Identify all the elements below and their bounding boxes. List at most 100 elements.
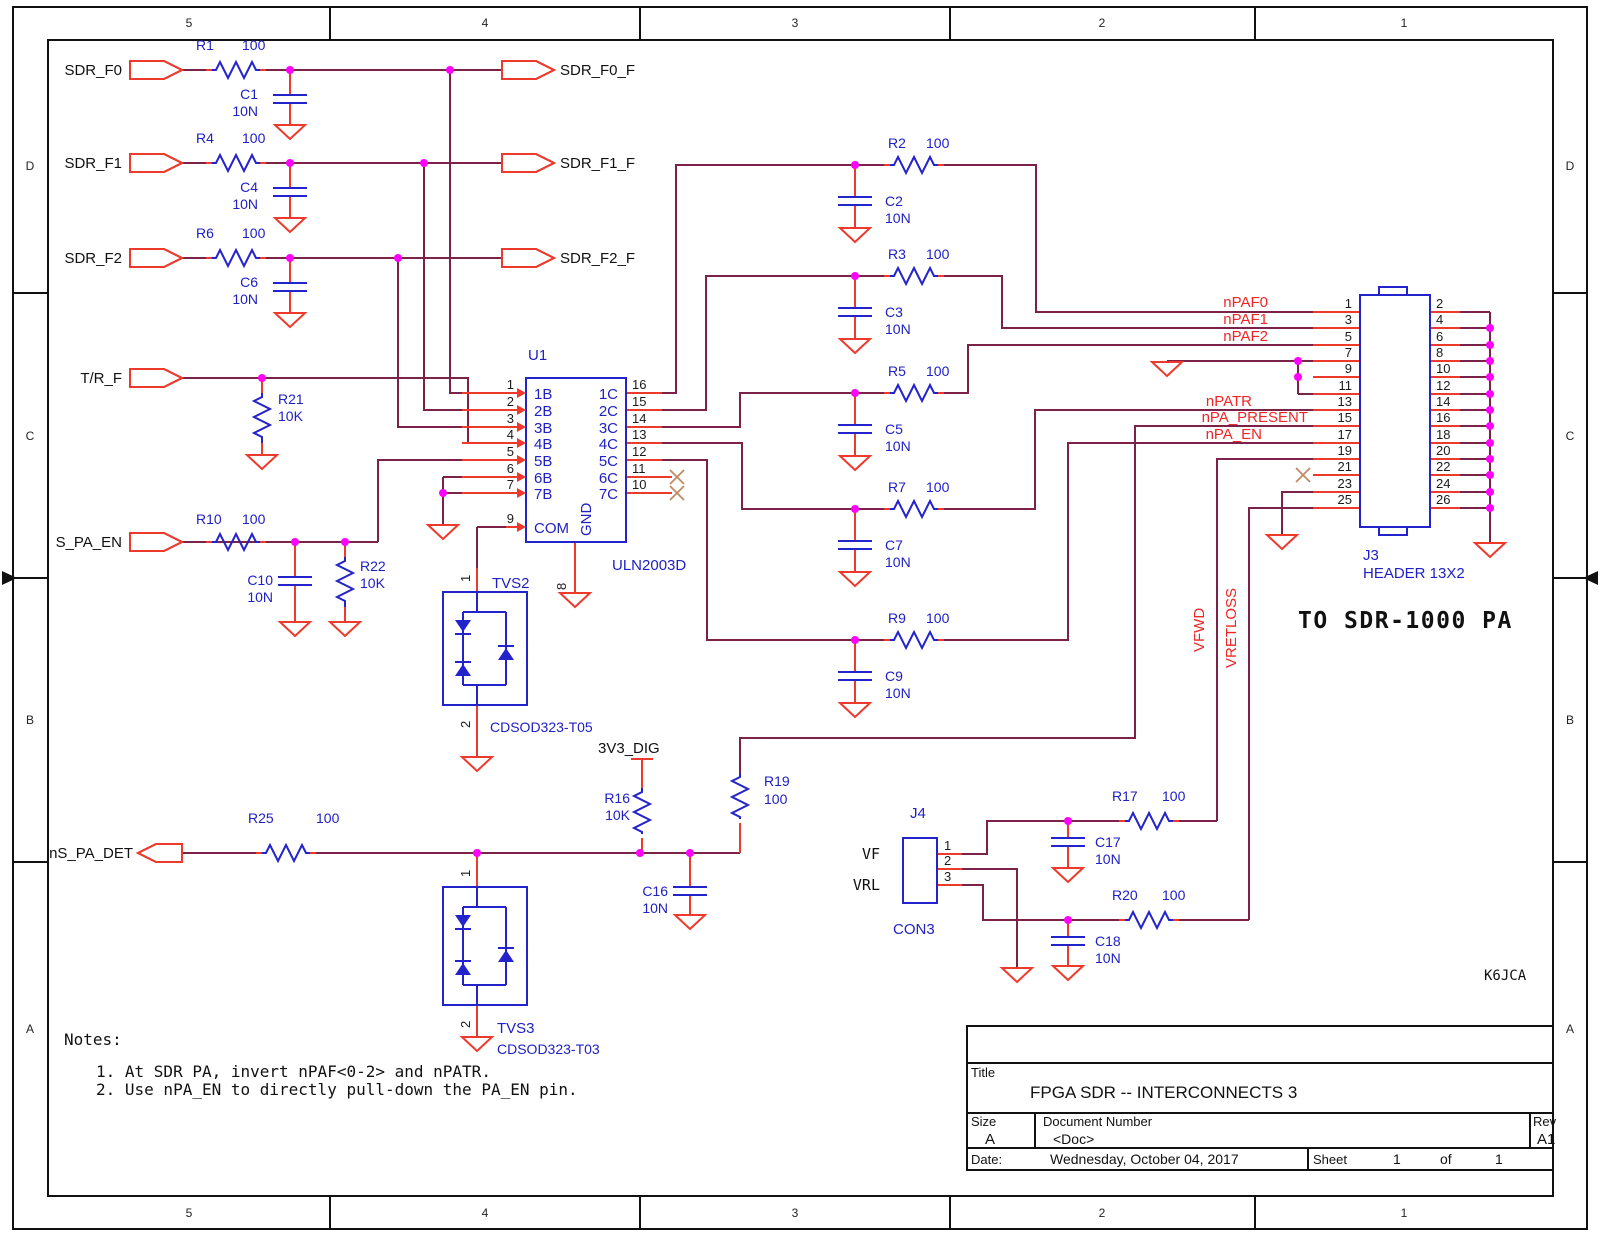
u1-pinnum-12: 12: [632, 444, 646, 459]
j4-label-vrl: VRL: [853, 876, 880, 894]
resistor-r22-ref: R22: [360, 558, 386, 574]
resistor-r9-ref: R9: [888, 610, 906, 626]
zone-row-right-a: A: [1566, 1022, 1574, 1036]
u1-pinnum-1: 1: [507, 377, 514, 392]
u1-pin-1c: 1C: [599, 386, 618, 403]
connector-j4: J4 CON3 1 2 3 VF VRL: [853, 805, 951, 938]
resistor-r7-value: 100: [926, 479, 950, 495]
resistor-r21-value: 10K: [278, 408, 304, 424]
resistor-r6-value: 100: [242, 225, 266, 241]
port-label-ns-pa-det: nS_PA_DET: [49, 845, 133, 862]
u1-pinnum-4: 4: [507, 427, 514, 442]
notes-title: Notes:: [64, 1030, 122, 1049]
j4-part: CON3: [893, 921, 935, 938]
u1-pin-6c: 6C: [599, 470, 618, 487]
u1-pinnum-13: 13: [632, 427, 646, 442]
resistor-r1: R1 100: [196, 37, 266, 81]
resistor-r3: R3 100: [888, 246, 950, 287]
capacitor-c10-ref: C10: [247, 572, 273, 588]
tvs3-pin2-num: 2: [458, 1021, 473, 1028]
zone-row-right-d: D: [1566, 159, 1575, 173]
u1-pinnum-3: 3: [507, 411, 514, 426]
j3-pin-18: 18: [1436, 427, 1450, 442]
u1-pinnum-11: 11: [632, 461, 646, 476]
power-label-3v3-dig: 3V3_DIG: [598, 740, 660, 757]
resistor-r17: R17 100: [1112, 788, 1186, 832]
junction-dots: [258, 66, 1494, 924]
j3-pin-20: 20: [1436, 443, 1450, 458]
port-sdr-f0-f: SDR_F0_F: [501, 60, 635, 80]
u1-pin-7c: 7C: [599, 486, 618, 503]
capacitor-c4: C4 10N: [232, 179, 307, 212]
resistor-r16-value: 10K: [605, 807, 631, 823]
j3-pin-21: 21: [1338, 459, 1352, 474]
resistor-r2-ref: R2: [888, 135, 906, 151]
sheet-frame: 5 4 3 2 1 5 4 3 2 1 D C B A D C B A: [2, 6, 1598, 1230]
capacitor-c2-ref: C2: [885, 193, 903, 209]
capacitor-c4-value: 10N: [232, 196, 258, 212]
u1-pin-2c: 2C: [599, 403, 618, 420]
resistor-r6: R6 100: [196, 225, 266, 269]
resistor-r1-value: 100: [242, 37, 266, 53]
capacitor-c10: C10 10N: [247, 572, 312, 605]
j3-ref: J3: [1363, 547, 1379, 564]
port-label-sdr-f0: SDR_F0: [64, 62, 122, 79]
zone-col-top-4: 4: [482, 16, 489, 30]
port-ns-pa-det: nS_PA_DET: [49, 843, 183, 863]
resistor-r10-value: 100: [242, 511, 266, 527]
capacitor-c9: C9 10N: [838, 668, 911, 701]
capacitor-c6: C6 10N: [232, 274, 307, 307]
title-block-rev: A1: [1537, 1131, 1555, 1148]
net-label-vretloss: VRETLOSS: [1223, 588, 1240, 668]
port-sdr-f0: SDR_F0: [64, 60, 185, 80]
u1-ref: U1: [528, 347, 547, 364]
title-block-doc: <Doc>: [1053, 1131, 1094, 1147]
nc-icon-u1-7c: [669, 485, 685, 501]
tvs2-part: CDSOD323-T05: [490, 719, 593, 735]
capacitor-c18-ref: C18: [1095, 933, 1121, 949]
j3-pin-10: 10: [1436, 361, 1450, 376]
note-2: 2. Use nPA_EN to directly pull-down the …: [96, 1080, 578, 1099]
resistor-r10: R10 100: [196, 511, 266, 553]
resistor-r4: R4 100: [196, 130, 266, 174]
u1-pinnum-10: 10: [632, 477, 646, 492]
tvs2-pin2-num: 2: [458, 721, 473, 728]
j3-pin-25: 25: [1338, 492, 1352, 507]
title-block-title: FPGA SDR -- INTERCONNECTS 3: [1030, 1083, 1297, 1102]
port-label-s-pa-en: S_PA_EN: [56, 534, 122, 551]
capacitor-c7-ref: C7: [885, 537, 903, 553]
resistor-r22: R22 10K: [334, 557, 386, 607]
left-center-marker: [2, 571, 17, 585]
capacitor-c2-value: 10N: [885, 210, 911, 226]
resistor-r9: R9 100: [888, 610, 950, 651]
j3-pin-4: 4: [1436, 312, 1443, 327]
capacitor-c1-ref: C1: [240, 86, 258, 102]
title-block-date-label: Date:: [971, 1152, 1002, 1167]
j3-pin-7: 7: [1345, 345, 1352, 360]
tvs2-ref: TVS2: [492, 575, 530, 592]
j3-pin-15: 15: [1338, 410, 1352, 425]
resistor-r7-ref: R7: [888, 479, 906, 495]
j3-pin-16: 16: [1436, 410, 1450, 425]
j4-label-vf: VF: [862, 845, 880, 863]
zone-row-left-b: B: [26, 713, 34, 727]
port-tr-f: T/R_F: [80, 368, 185, 388]
capacitor-c18: C18 10N: [1051, 933, 1121, 966]
port-label-tr-f: T/R_F: [80, 370, 122, 387]
title-block-title-label: Title: [971, 1065, 995, 1080]
resistor-r6-ref: R6: [196, 225, 214, 241]
u1-pin-6b: 6B: [534, 470, 552, 487]
capacitor-c17-value: 10N: [1095, 851, 1121, 867]
resistor-r20-value: 100: [1162, 887, 1186, 903]
capacitor-c18-value: 10N: [1095, 950, 1121, 966]
j3-part: HEADER 13X2: [1363, 565, 1465, 582]
port-label-sdr-f1-f: SDR_F1_F: [560, 155, 635, 172]
title-block-date: Wednesday, October 04, 2017: [1050, 1151, 1239, 1167]
net-label-npa-en: nPA_EN: [1206, 426, 1262, 443]
title-block-doc-label: Document Number: [1043, 1114, 1153, 1129]
zone-col-bot-5: 5: [186, 1206, 193, 1220]
zone-row-right-b: B: [1566, 713, 1574, 727]
capacitor-c16: C16 10N: [642, 883, 707, 916]
j3-pin-24: 24: [1436, 476, 1450, 491]
